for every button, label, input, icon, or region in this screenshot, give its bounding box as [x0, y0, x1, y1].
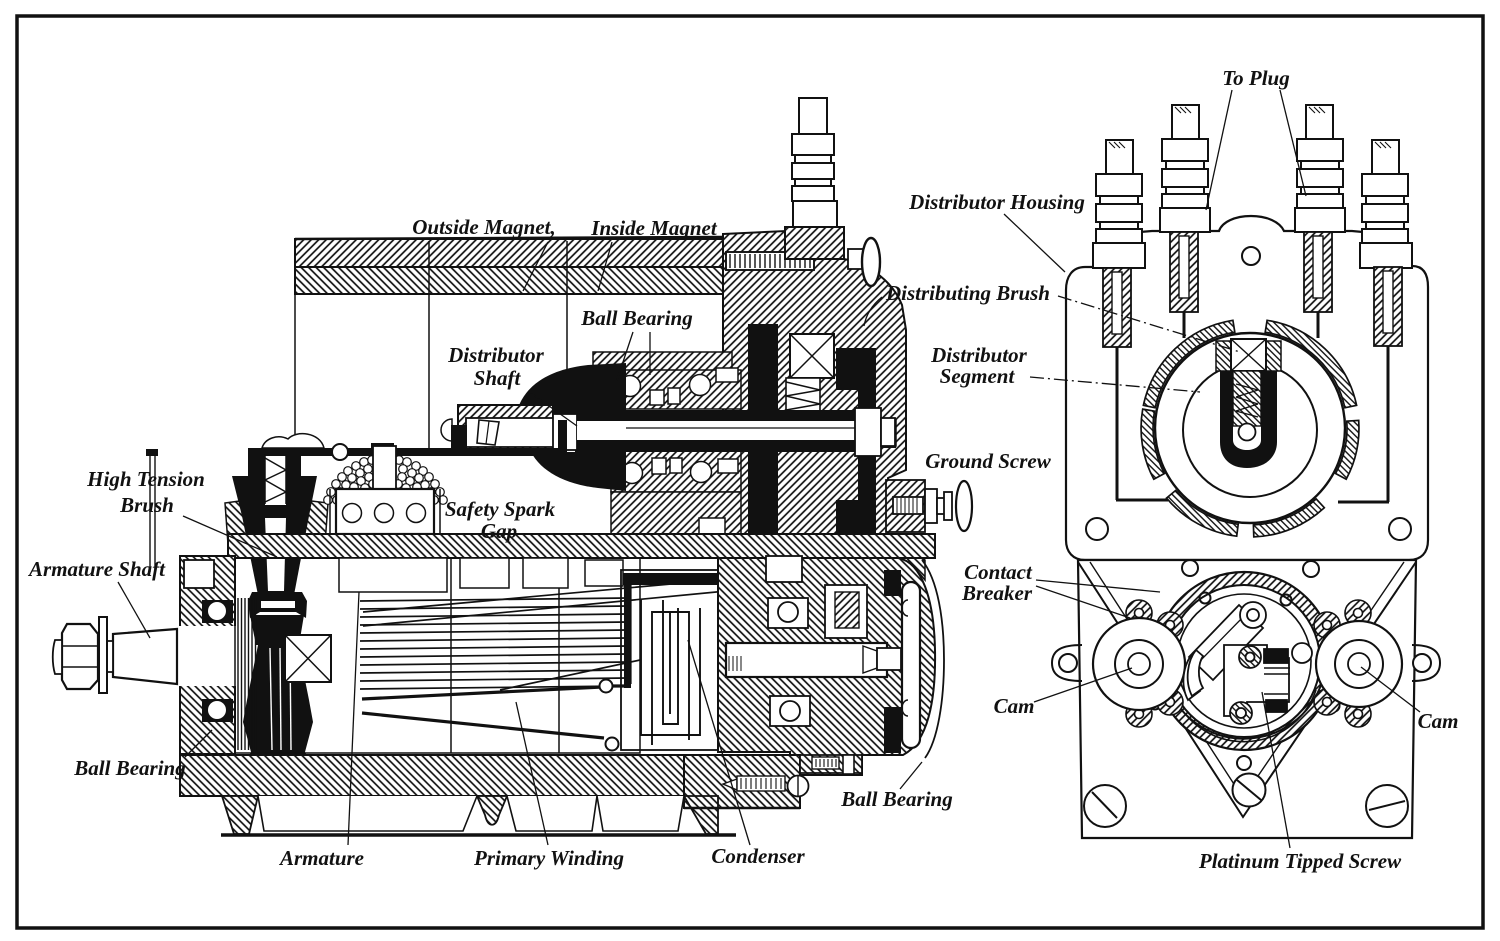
svg-text:Primary Winding: Primary Winding: [473, 846, 624, 870]
svg-text:Ball Bearing: Ball Bearing: [840, 787, 952, 811]
svg-text:Inside Magnet: Inside Magnet: [590, 216, 718, 240]
svg-text:Segment: Segment: [940, 364, 1016, 388]
svg-text:Distributor: Distributor: [447, 343, 545, 367]
svg-text:Condenser: Condenser: [711, 844, 805, 868]
svg-text:Ball Bearing: Ball Bearing: [580, 306, 692, 330]
svg-text:Distributor Housing: Distributor Housing: [908, 190, 1085, 214]
svg-text:Cam: Cam: [1418, 709, 1459, 733]
svg-text:Ground Screw: Ground Screw: [925, 449, 1051, 473]
svg-text:To Plug: To Plug: [1222, 66, 1290, 90]
svg-text:Cam: Cam: [994, 694, 1035, 718]
svg-text:Breaker: Breaker: [961, 581, 1033, 605]
svg-text:Brush: Brush: [119, 493, 174, 517]
svg-text:Platinum Tipped Screw: Platinum Tipped Screw: [1198, 849, 1402, 873]
svg-text:Armature Shaft: Armature Shaft: [27, 557, 166, 581]
svg-text:Armature: Armature: [278, 846, 364, 870]
svg-text:Safety Spark: Safety Spark: [445, 497, 556, 521]
svg-text:Distributing Brush: Distributing Brush: [885, 281, 1050, 305]
svg-text:Gap: Gap: [481, 519, 517, 543]
svg-text:Shaft: Shaft: [474, 366, 522, 390]
svg-text:Outside Magnet,: Outside Magnet,: [412, 215, 556, 239]
svg-text:Distributor: Distributor: [930, 343, 1028, 367]
svg-text:Contact: Contact: [964, 560, 1033, 584]
svg-text:High Tension: High Tension: [86, 467, 205, 491]
svg-text:Ball Bearing: Ball Bearing: [73, 756, 185, 780]
